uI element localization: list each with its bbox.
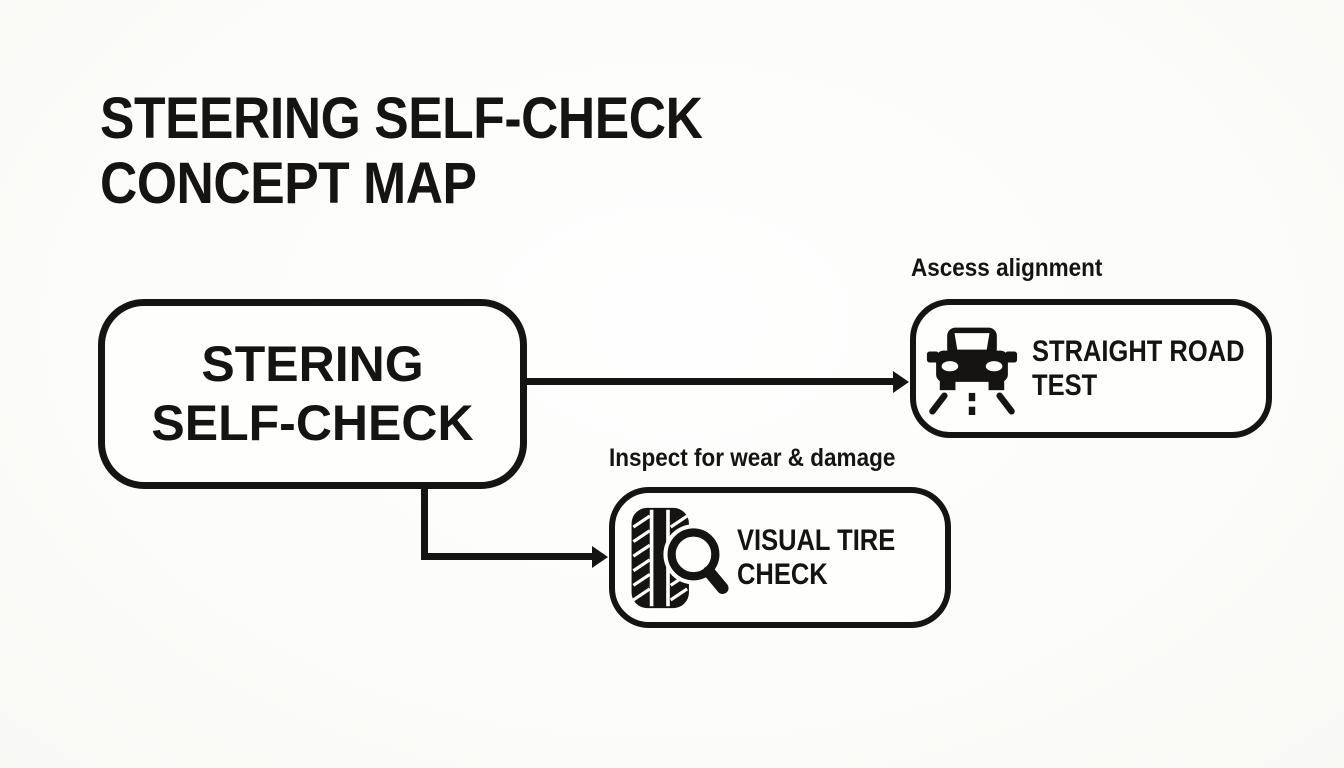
page-title-line-1: STEERING SELF-CHECK: [100, 86, 703, 151]
connector-root-to-straight-road: [524, 378, 896, 385]
node-label-line-1: STRAIGHT ROAD: [1032, 334, 1245, 368]
node-label-line-1: VISUAL TIRE: [737, 523, 896, 557]
connector-root-to-tire-vertical: [421, 484, 428, 560]
node-straight-road-test-label: STRAIGHT ROAD TEST: [1032, 335, 1245, 403]
node-visual-tire-check-label: VISUAL TIRE CHECK: [737, 524, 895, 592]
arrowhead-right-icon: [893, 371, 909, 393]
page-title-line-2: CONCEPT MAP: [100, 151, 477, 216]
node-label-line-2: TEST: [1032, 368, 1098, 402]
edge-annotation-assess-alignment: Ascess alignment: [911, 254, 1103, 282]
node-steering-self-check-label: STERING SELF-CHECK: [151, 335, 473, 453]
node-visual-tire-check: VISUAL TIRE CHECK: [609, 487, 951, 628]
node-steering-self-check: STERING SELF-CHECK: [98, 299, 527, 489]
arrowhead-right-icon: [592, 546, 608, 568]
node-straight-road-test: STRAIGHT ROAD TEST: [910, 299, 1272, 438]
connector-root-to-tire-horizontal: [421, 553, 594, 560]
node-label-line-1: STERING: [201, 336, 424, 392]
tire-tread-magnifier-icon: [631, 507, 729, 608]
page-title: STEERING SELF-CHECK CONCEPT MAP: [100, 86, 703, 216]
node-label-line-2: SELF-CHECK: [151, 395, 474, 451]
car-on-straight-road-icon: [926, 327, 1018, 415]
node-label-line-2: CHECK: [737, 557, 828, 591]
edge-annotation-inspect-wear-damage: Inspect for wear & damage: [609, 444, 896, 472]
